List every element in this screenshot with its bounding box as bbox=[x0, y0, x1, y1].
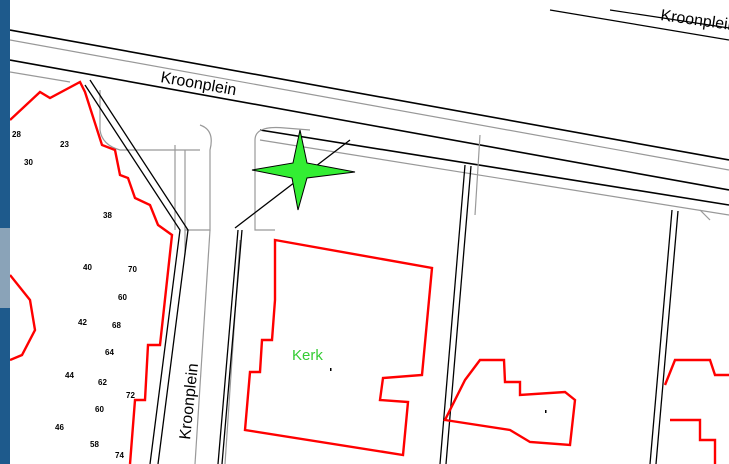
star-marker-icon[interactable] bbox=[251, 129, 356, 211]
house-number: 70 bbox=[128, 265, 137, 274]
house-number: 23 bbox=[60, 140, 69, 149]
house-number: 74 bbox=[115, 451, 124, 460]
road-gray-lines bbox=[10, 39, 729, 464]
house-number: 38 bbox=[103, 211, 112, 220]
building-outlines bbox=[10, 80, 729, 464]
panel-toggle-handle[interactable] bbox=[0, 228, 10, 308]
building-right bbox=[663, 358, 729, 464]
house-number: 64 bbox=[105, 348, 114, 357]
house-number: 72 bbox=[126, 391, 135, 400]
house-number: 42 bbox=[78, 318, 87, 327]
main-road bbox=[10, 29, 729, 206]
building-left bbox=[10, 80, 174, 464]
house-number: 60 bbox=[118, 293, 127, 302]
poi-label-kerk: Kerk bbox=[292, 347, 323, 364]
parcel-lines bbox=[84, 79, 679, 464]
house-number: 28 bbox=[12, 130, 21, 139]
house-number: 62 bbox=[98, 378, 107, 387]
building-left-small bbox=[10, 274, 37, 362]
building-church bbox=[243, 238, 434, 457]
point-dots bbox=[330, 368, 547, 413]
house-number: 30 bbox=[24, 158, 33, 167]
map-canvas[interactable]: Kroonplein bbox=[10, 0, 729, 464]
house-numbers: 28 23 30 38 40 70 60 42 68 64 44 62 72 6… bbox=[12, 130, 137, 460]
building-middle bbox=[443, 358, 577, 447]
house-number: 44 bbox=[65, 371, 74, 380]
house-number: 60 bbox=[95, 405, 104, 414]
house-number: 58 bbox=[90, 440, 99, 449]
house-number: 40 bbox=[83, 263, 92, 272]
street-label-vertical: Kroonplein bbox=[177, 363, 202, 441]
corner-road bbox=[549, 9, 729, 41]
house-number: 68 bbox=[112, 321, 121, 330]
house-number: 46 bbox=[55, 423, 64, 432]
